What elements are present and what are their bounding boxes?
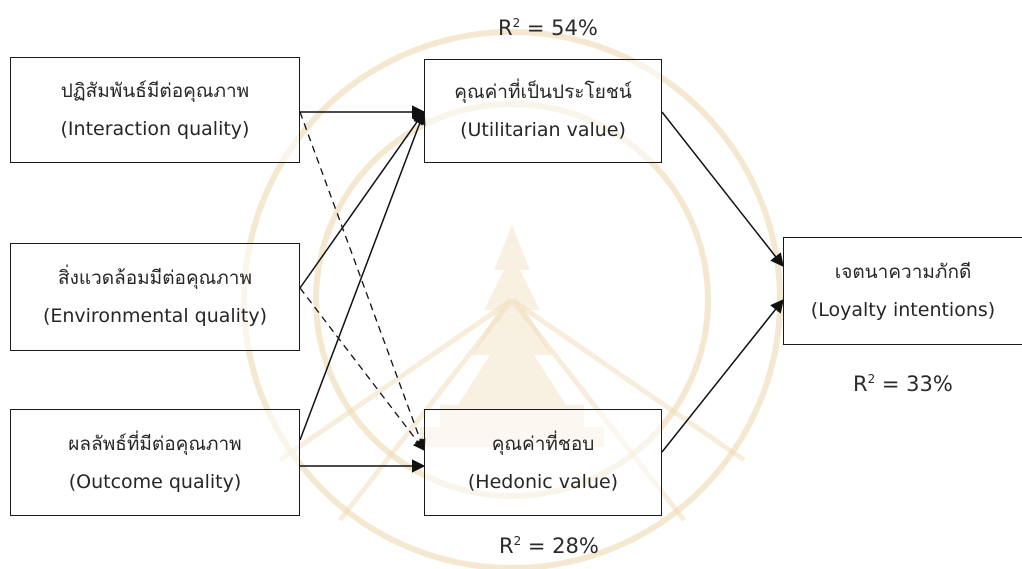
r-squared-value: = 28% <box>521 534 599 558</box>
arrow-utilitarian-to-loyalty <box>661 111 784 268</box>
r-squared-exponent: 2 <box>513 534 522 548</box>
arrow-outcome-to-utilitarian <box>299 110 427 441</box>
node-english-label: (Loyalty intentions) <box>810 299 996 321</box>
r-squared-value: = 33% <box>875 372 953 396</box>
r-squared-prefix: R <box>853 372 868 396</box>
node-thai-label: ปฏิสัมพันธ์มีต่อคุณภาพ <box>60 80 250 102</box>
arrow-environment-to-utilitarian <box>299 110 425 289</box>
node-thai-label: คุณค่าที่ชอบ <box>491 432 595 455</box>
node-english-label: (Outcome quality) <box>68 470 242 493</box>
arrow-hedonic-to-loyalty <box>661 298 784 453</box>
r-squared-prefix: R <box>498 16 513 40</box>
node-english-label: (Interaction quality) <box>60 118 250 140</box>
node-hedonic-value: คุณค่าที่ชอบ (Hedonic value) <box>424 409 662 516</box>
node-outcome-quality: ผลลัพธ์ที่มีต่อคุณภาพ (Outcome quality) <box>10 409 300 516</box>
arrow-interaction-to-hedonic <box>299 111 426 452</box>
r-squared-exponent: 2 <box>867 372 876 386</box>
r-squared-prefix: R <box>499 534 514 558</box>
node-thai-label: คุณค่าที่เป็นประโยชน์ <box>454 81 632 103</box>
r-squared-loyalty: R2 = 33% <box>853 372 953 396</box>
node-english-label: (Utilitarian value) <box>460 119 626 141</box>
node-english-label: (Environmental quality) <box>42 305 268 327</box>
r-squared-hedonic: R2 = 28% <box>499 534 599 558</box>
r-squared-utilitarian: R2 = 54% <box>498 16 598 40</box>
node-thai-label: สิ่งแวดล้อมมีต่อคุณภาพ <box>57 267 253 289</box>
node-loyalty-intentions: เจตนาความภักดี (Loyalty intentions) <box>783 237 1022 345</box>
node-environmental-quality: สิ่งแวดล้อมมีต่อคุณภาพ (Environmental qu… <box>10 243 300 351</box>
r-squared-value: = 54% <box>520 16 598 40</box>
arrow-environment-to-hedonic <box>299 287 425 451</box>
r-squared-exponent: 2 <box>512 16 521 30</box>
node-english-label: (Hedonic value) <box>467 470 619 493</box>
node-utilitarian-value: คุณค่าที่เป็นประโยชน์ (Utilitarian value… <box>424 59 662 163</box>
node-thai-label: ผลลัพธ์ที่มีต่อคุณภาพ <box>68 432 242 455</box>
node-interaction-quality: ปฏิสัมพันธ์มีต่อคุณภาพ (Interaction qual… <box>10 57 300 163</box>
node-thai-label: เจตนาความภักดี <box>834 261 972 283</box>
